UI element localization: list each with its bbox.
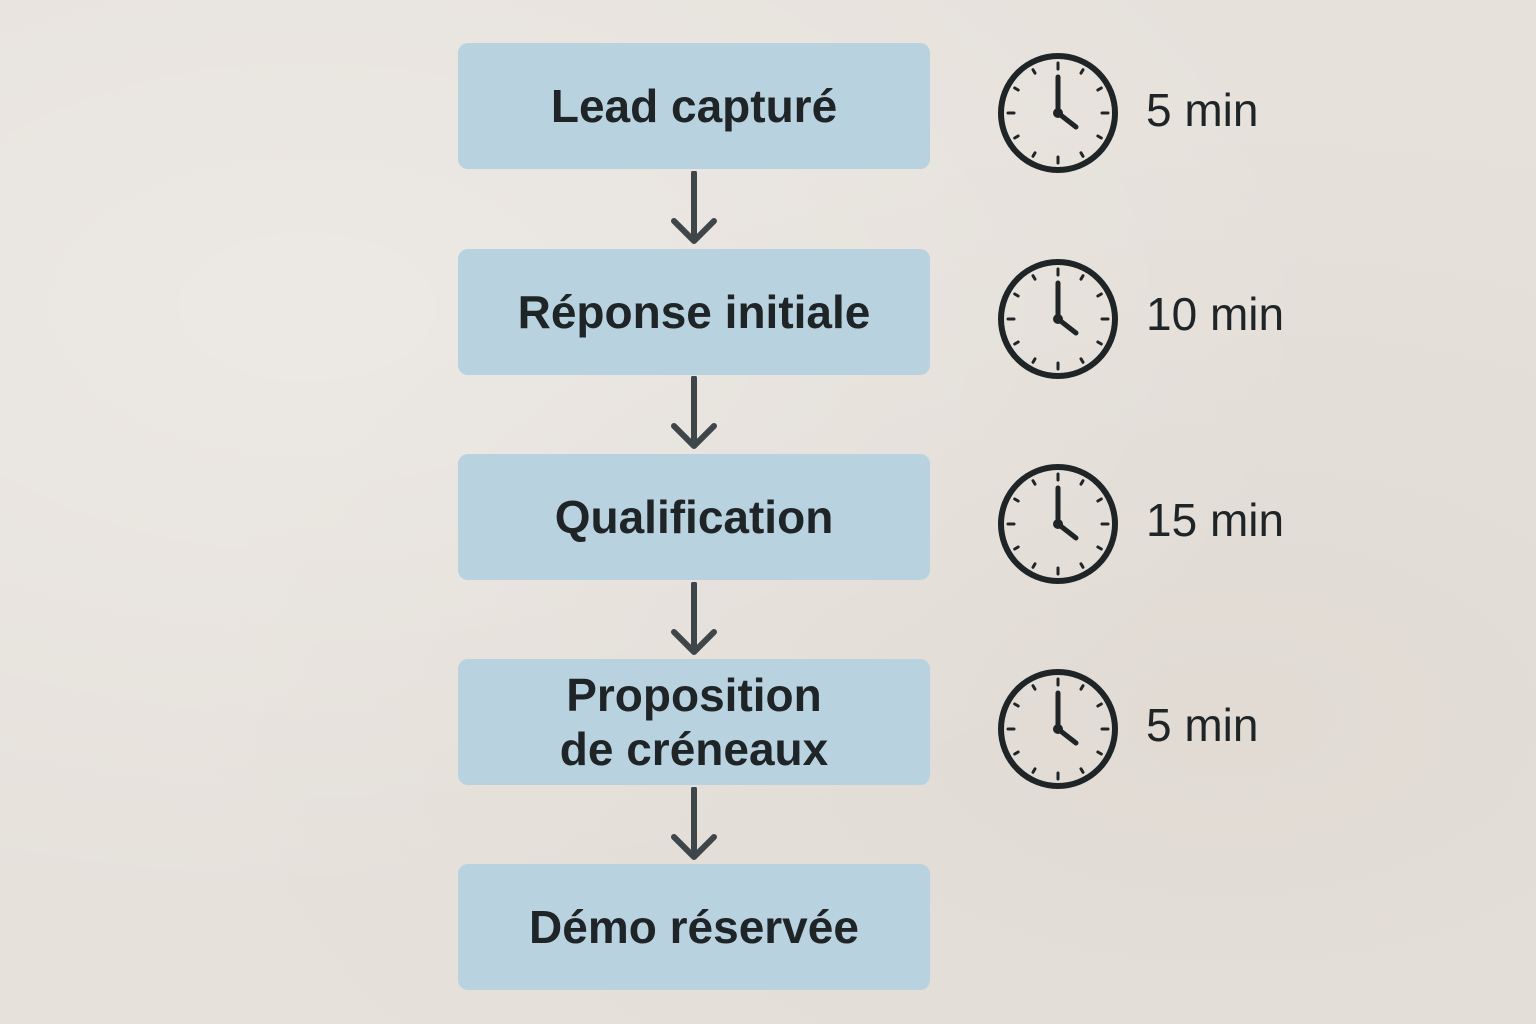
clock-tick bbox=[1096, 497, 1103, 503]
arrow-down-icon bbox=[671, 582, 717, 655]
step-label: Qualification bbox=[554, 491, 834, 543]
arrow-down-icon bbox=[671, 787, 717, 860]
step-label: Démo réservée bbox=[529, 901, 859, 953]
clock-tick bbox=[1013, 497, 1020, 503]
clock-tick bbox=[1031, 68, 1037, 75]
clock-tick bbox=[1079, 357, 1085, 364]
step-label-line-1: Proposition bbox=[566, 669, 822, 721]
clock-icon bbox=[998, 53, 1118, 173]
step-label-line-2: de créneaux bbox=[559, 723, 829, 775]
duration-label: 15 min bbox=[1146, 494, 1285, 546]
clock-tick bbox=[1096, 702, 1103, 708]
clock-tick bbox=[1079, 151, 1085, 158]
clock-tick bbox=[1079, 684, 1085, 691]
clock-tick bbox=[1079, 767, 1085, 774]
clock-tick bbox=[1013, 292, 1020, 298]
clock-tick bbox=[1013, 134, 1020, 140]
clock-tick bbox=[1096, 134, 1103, 140]
clock-tick bbox=[1031, 562, 1037, 569]
clock-tick bbox=[1031, 151, 1037, 158]
clock-tick bbox=[1079, 68, 1085, 75]
clock-tick bbox=[1031, 684, 1037, 691]
clock-tick bbox=[1013, 702, 1020, 708]
clock-tick bbox=[1013, 750, 1020, 756]
clock-tick bbox=[1031, 274, 1037, 281]
clock-tick bbox=[1079, 562, 1085, 569]
step-label: Réponse initiale bbox=[517, 286, 871, 338]
clock-tick bbox=[1096, 545, 1103, 551]
clock-tick bbox=[1096, 340, 1103, 346]
step-slot-proposal: Proposition de créneaux bbox=[458, 659, 930, 785]
clock-tick bbox=[1096, 750, 1103, 756]
arrow-down-icon bbox=[671, 171, 717, 244]
clock-tick bbox=[1079, 479, 1085, 486]
step-qualification: Qualification bbox=[458, 454, 930, 580]
clock-tick bbox=[1013, 340, 1020, 346]
duration-label: 5 min bbox=[1146, 699, 1259, 751]
clock-icon bbox=[998, 259, 1118, 379]
clock-tick bbox=[1096, 292, 1103, 298]
clock-tick bbox=[1079, 274, 1085, 281]
duration-label: 5 min bbox=[1146, 84, 1259, 136]
clock-tick bbox=[1031, 479, 1037, 486]
clock-tick bbox=[1013, 86, 1020, 92]
duration-label: 10 min bbox=[1146, 288, 1285, 340]
step-initial-response: Réponse initiale bbox=[458, 249, 930, 375]
clock-tick bbox=[1031, 357, 1037, 364]
step-label: Lead capturé bbox=[550, 80, 838, 132]
clock-icon bbox=[998, 464, 1118, 584]
step-demo-booked: Démo réservée bbox=[458, 864, 930, 990]
clock-tick bbox=[1013, 545, 1020, 551]
clock-tick bbox=[1031, 767, 1037, 774]
arrow-down-icon bbox=[671, 376, 717, 449]
clock-tick bbox=[1096, 86, 1103, 92]
clock-icon bbox=[998, 669, 1118, 789]
step-lead-capture: Lead capturé bbox=[458, 43, 930, 169]
